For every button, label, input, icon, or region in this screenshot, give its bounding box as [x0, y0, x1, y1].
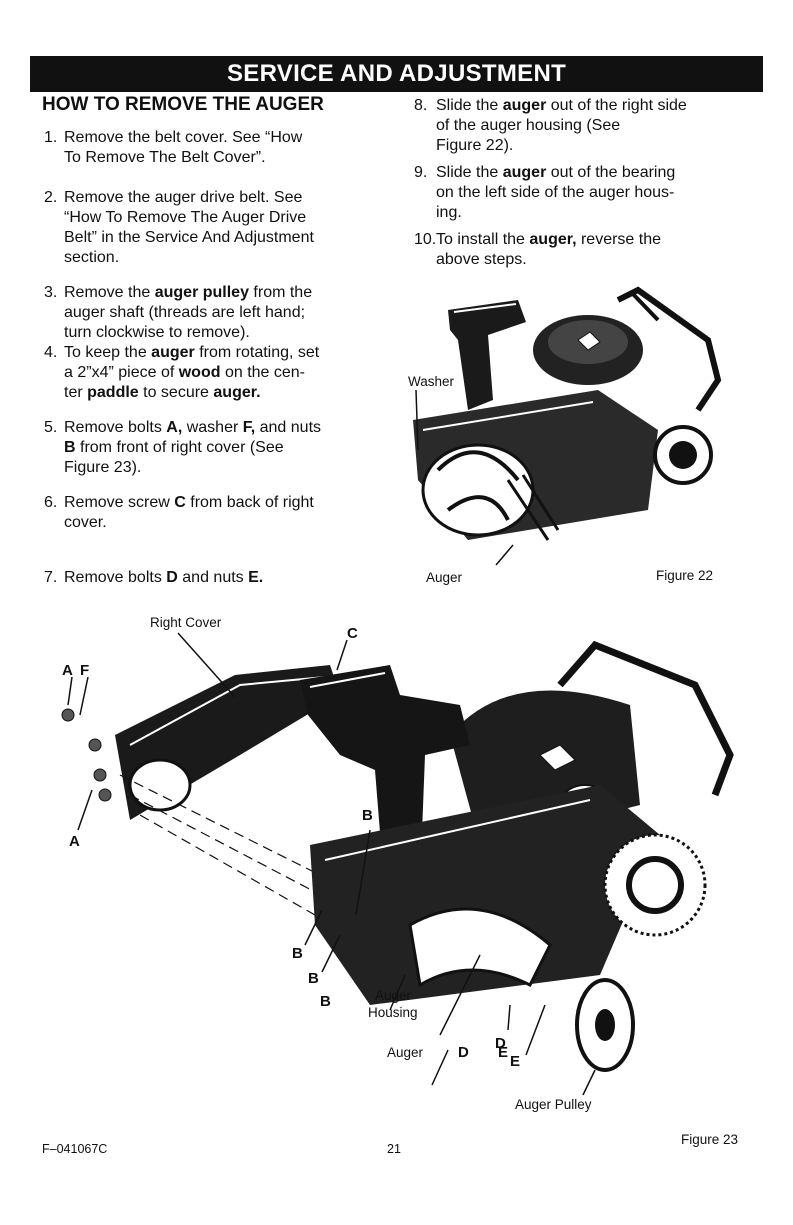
document-code: F–041067C	[42, 1142, 108, 1156]
step-number: 1.	[44, 129, 58, 146]
section-banner: SERVICE AND ADJUSTMENT	[30, 56, 763, 92]
step-number: 9.	[414, 164, 428, 181]
fig23-label-d2: D	[458, 1044, 469, 1061]
figure-22-caption: Figure 22	[656, 568, 714, 583]
fig23-label-c: C	[347, 625, 358, 642]
figure-23-illustration: Right Cover C A F A B B B B Auger Housin…	[61, 615, 734, 1112]
figure-23-caption: Figure 23	[681, 1132, 739, 1147]
fig23-label-f: F	[80, 662, 89, 679]
fig23-label-auger-housing-line2: Housing	[368, 1005, 418, 1020]
fig23-label-auger-housing-line1: Auger	[375, 988, 412, 1003]
fig23-label-auger-pulley: Auger Pulley	[515, 1097, 592, 1112]
step-number: 5.	[44, 419, 58, 436]
fig23-label-a-top: A	[62, 662, 73, 679]
figure-22-illustration: Washer Auger	[408, 286, 722, 585]
step-text: Remove bolts D and nuts E.	[64, 569, 264, 586]
fig23-label-a-bottom: A	[69, 833, 80, 850]
fig23-label-b1: B	[292, 945, 303, 962]
step-number: 10.	[414, 231, 437, 248]
step-number: 3.	[44, 284, 58, 301]
fig23-label-auger: Auger	[387, 1045, 424, 1060]
fig23-label-e1: E	[498, 1044, 508, 1061]
fig22-label-auger: Auger	[426, 570, 463, 585]
section-heading: HOW TO REMOVE THE AUGER	[42, 94, 324, 115]
fig23-label-d1: D	[495, 1035, 506, 1052]
fig23-label-b-top: B	[362, 807, 373, 824]
step-number: 4.	[44, 344, 58, 361]
step-number: 2.	[44, 189, 58, 206]
step-number: 7.	[44, 569, 58, 586]
step-number: 6.	[44, 494, 58, 511]
fig23-label-b3: B	[320, 993, 331, 1010]
step-number: 8.	[414, 97, 428, 114]
fig22-label-washer: Washer	[408, 374, 455, 389]
page-number: 21	[387, 1142, 401, 1156]
fig23-label-e2: E	[510, 1053, 520, 1070]
snowblower-drawing-large	[61, 632, 734, 1096]
fig23-label-right-cover: Right Cover	[150, 615, 222, 630]
fig23-label-b2: B	[308, 970, 319, 987]
snowblower-drawing-small	[413, 286, 722, 566]
step-text: Remove the auger drive belt. See“How To …	[64, 189, 314, 266]
